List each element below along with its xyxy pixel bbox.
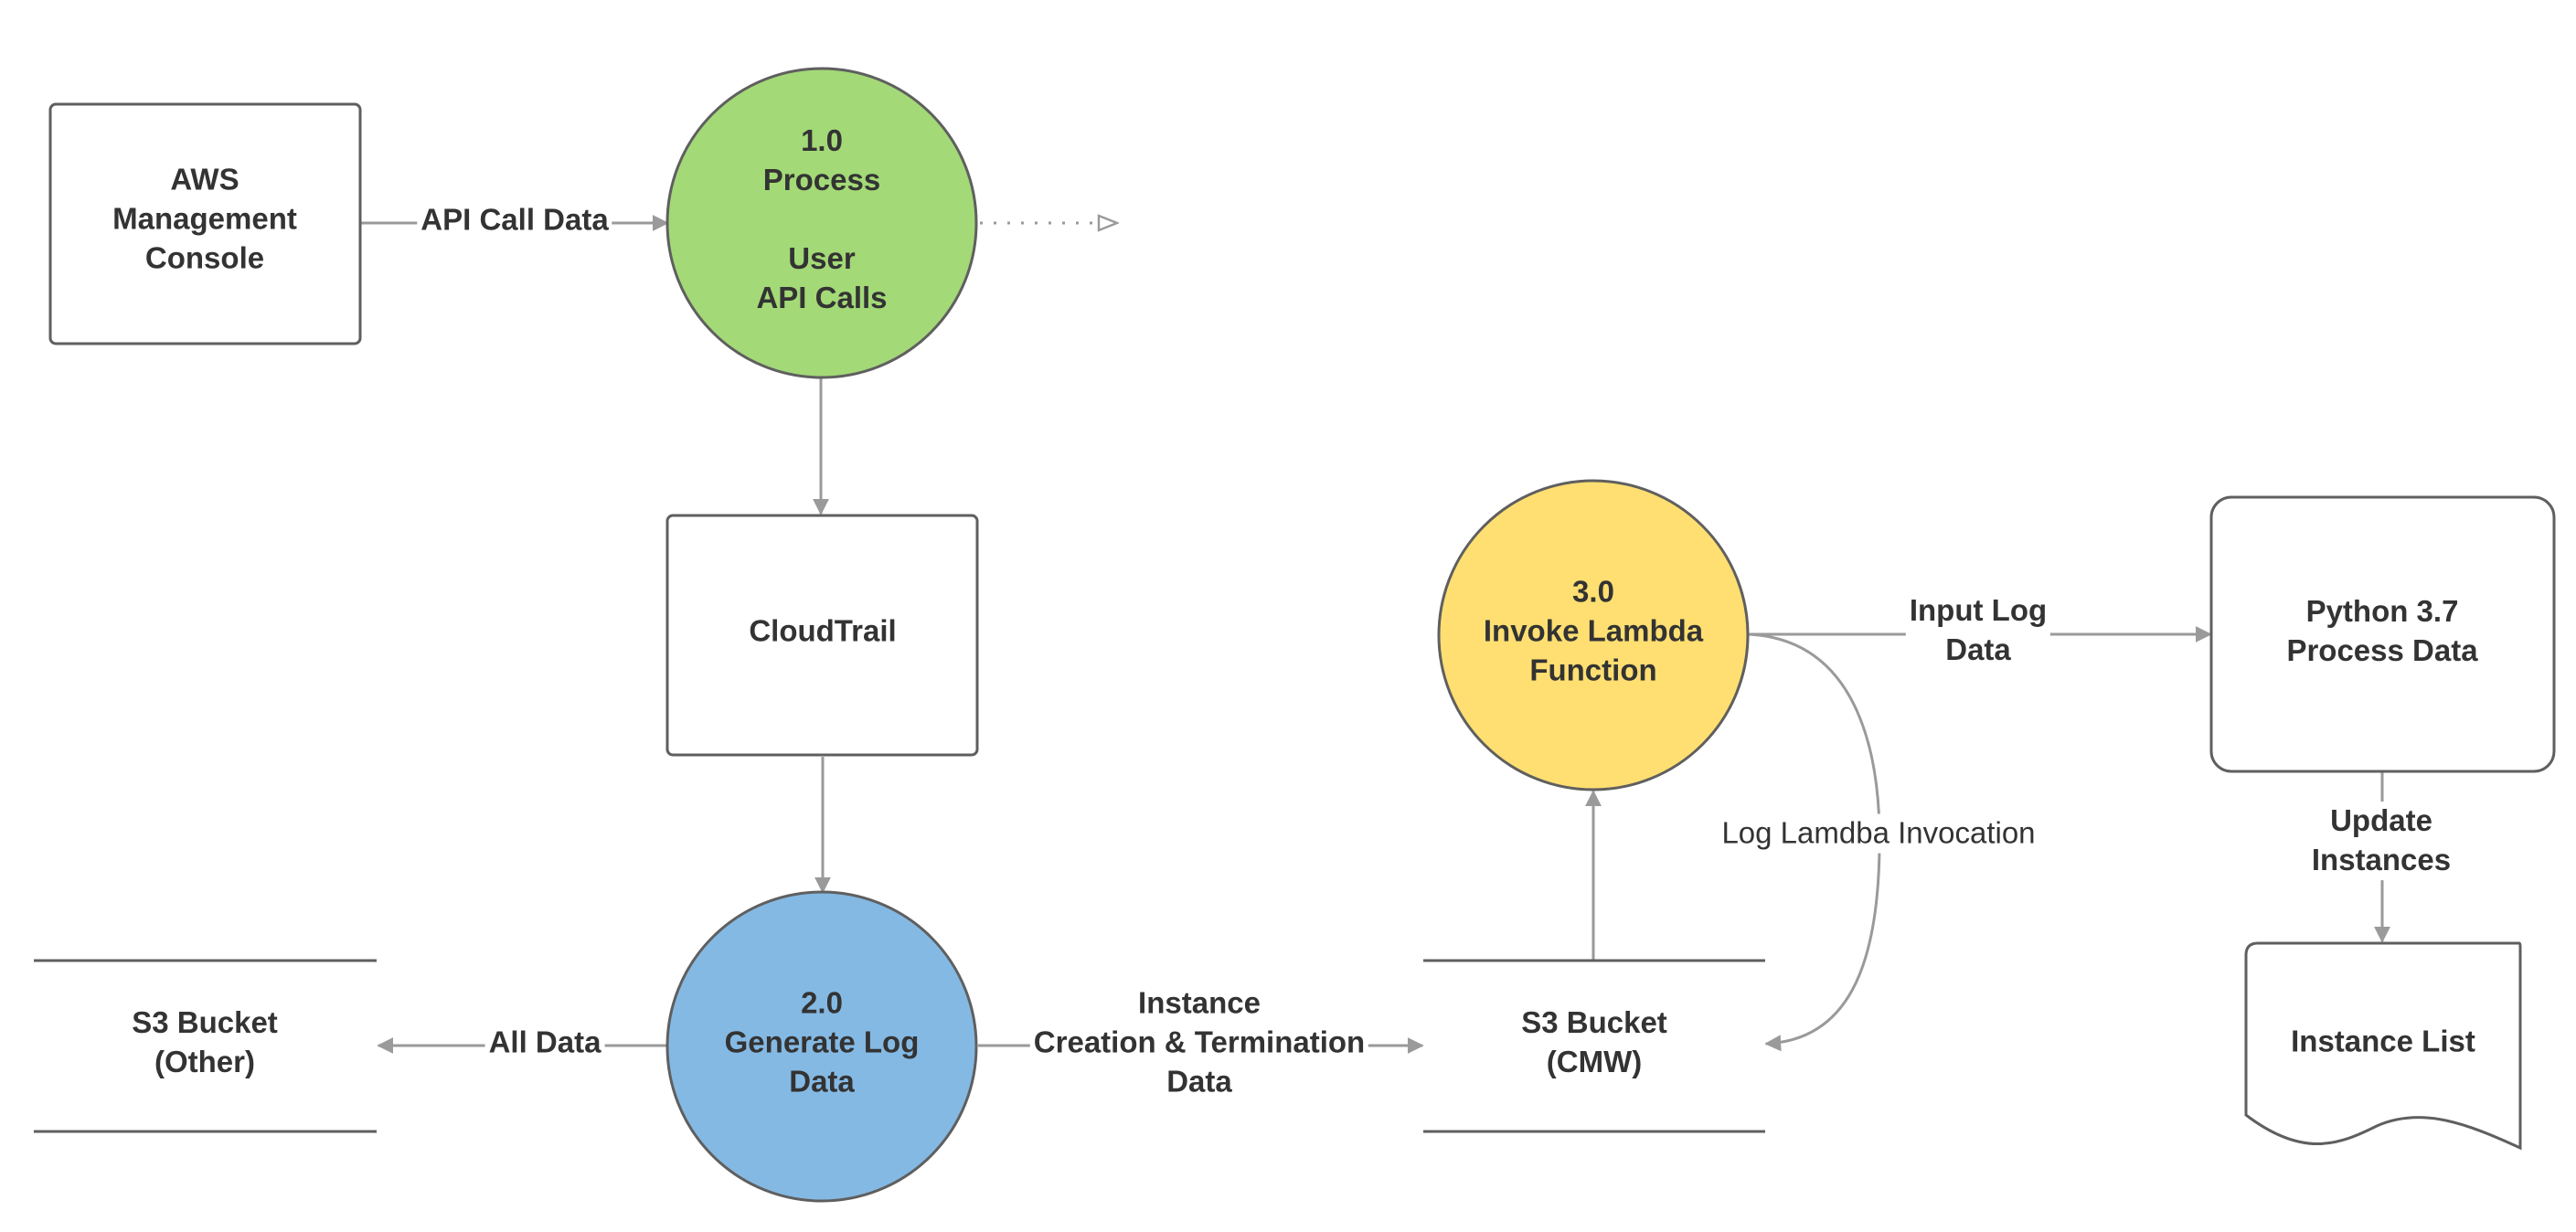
edge-label-input-log-data: Input Log Data (1905, 591, 2051, 670)
process-3-circle[interactable] (1437, 479, 1750, 791)
s3-cmw-label: S3 Bucket (CMW) (1521, 1005, 1667, 1078)
instance-list-label: Instance List (2291, 1024, 2475, 1058)
nodes (34, 67, 2556, 1203)
edge-label-update-instances: Update Instances (2283, 802, 2479, 880)
s3-other-label: S3 Bucket (Other) (132, 1005, 278, 1078)
edge-label-all-data: All Data (484, 1023, 605, 1063)
process-2-label: 2.0 Generate Log Data (724, 985, 920, 1099)
cloudtrail-box[interactable] (665, 514, 979, 757)
python-label: Python 3.7 Process Data (2286, 594, 2478, 667)
aws-console-box[interactable] (48, 102, 362, 345)
s3-cmw-datastore[interactable] (1423, 959, 1765, 1133)
edges (360, 223, 2390, 1054)
edge-label-api-call-data: API Call Data (417, 200, 612, 240)
process-1-label: 1.0 Process User API Calls (756, 122, 888, 314)
aws-console-label: AWS Management Console (112, 162, 297, 275)
edge-label-instance-data: Instance Creation & Termination Data (1029, 983, 1369, 1102)
edge-label-log-lambda-invocation: Log Lamdba Invocation (1718, 813, 2039, 854)
python-box[interactable] (2209, 495, 2556, 773)
process-2-circle[interactable] (665, 890, 978, 1203)
cloudtrail-label: CloudTrail (749, 613, 897, 648)
s3-other-datastore[interactable] (34, 959, 377, 1133)
instance-list-document[interactable] (2244, 941, 2522, 1151)
process-3-label: 3.0 Invoke Lambda Function (1483, 574, 1704, 687)
process-1-circle[interactable] (665, 67, 978, 379)
